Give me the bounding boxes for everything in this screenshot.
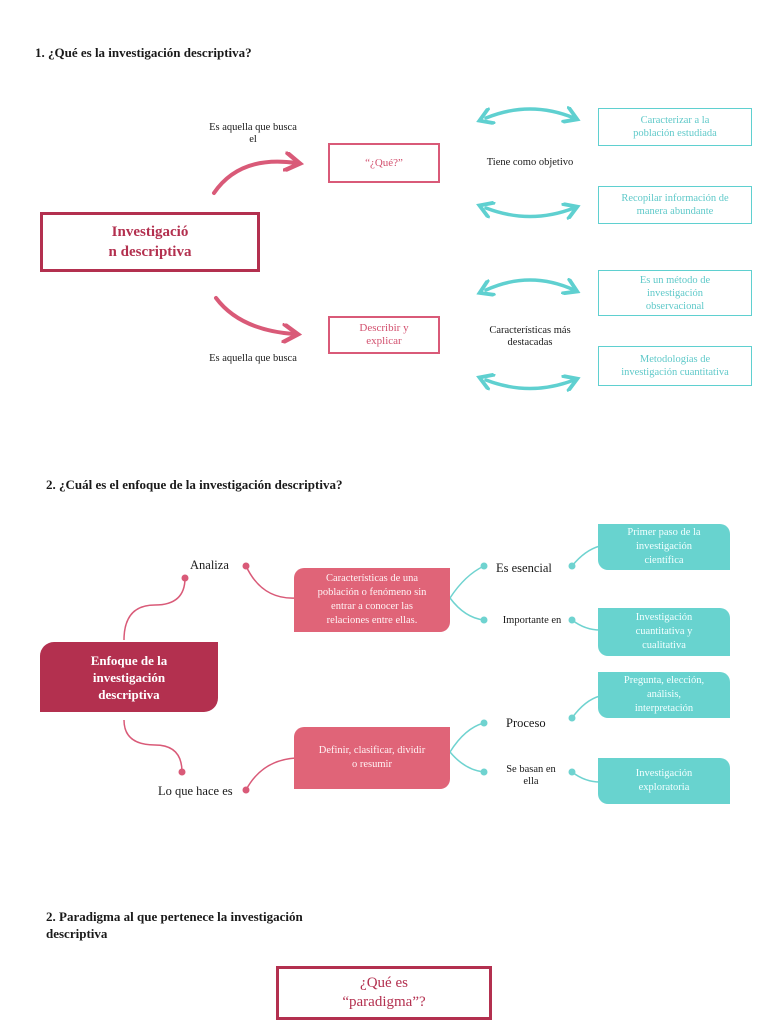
arrow-upper xyxy=(212,162,296,195)
lower-label: Es aquella que busca xyxy=(209,353,297,364)
label-es-esencial: Es esencial xyxy=(496,561,552,575)
section2-heading: 2. ¿Cuál es el enfoque de la investigaci… xyxy=(46,477,343,492)
label-proceso: Proceso xyxy=(506,716,546,730)
box-describir: Describir y explicar xyxy=(328,316,440,354)
teal-arrow-3 xyxy=(486,280,574,290)
center-node-enfoque: Enfoque de la investigación descriptiva xyxy=(40,642,218,712)
teal-box-metodo: Es un método de investigación observacio… xyxy=(598,270,752,316)
upper-label: Es aquella que busca el xyxy=(209,122,297,145)
coral-node-caracteristicas: Características de una población o fenóm… xyxy=(294,568,450,632)
section1-heading: 1. ¿Qué es la investigación descriptiva? xyxy=(35,45,252,60)
teal-arrow-1 xyxy=(486,109,574,118)
teal-box-caracterizar: Caracterizar a la población estudiada xyxy=(598,108,752,146)
coral-node-definir: Definir, clasificar, dividir o resumir xyxy=(294,727,450,789)
teal-arrow-2 xyxy=(486,208,574,217)
label-analiza: Analiza xyxy=(190,558,229,572)
teal-box-metodologias: Metodologías de investigación cuantitati… xyxy=(598,346,752,386)
objetivo-label: Tiene como objetivo xyxy=(486,157,574,168)
teal-arrow-4 xyxy=(486,380,574,389)
box-que: “¿Qué?” xyxy=(328,143,440,183)
label-importante-en: Importante en xyxy=(502,615,562,626)
teal-node-exploratoria: Investigación exploratoria xyxy=(598,758,730,804)
arrow-lower xyxy=(214,296,294,334)
label-se-basan: Se basan en ella xyxy=(506,764,556,787)
section3-heading: 2. Paradigma al que pertenece la investi… xyxy=(46,909,303,941)
label-lo-que-hace: Lo que hace es xyxy=(158,784,233,798)
main-node-investigacion: Investigació n descriptiva xyxy=(40,212,260,272)
teal-box-recopilar: Recopilar información de manera abundant… xyxy=(598,186,752,224)
teal-node-cuantitativa: Investigación cuantitativa y cualitativa xyxy=(598,608,730,656)
caracteristicas-label: Características más destacadas xyxy=(489,325,571,348)
box-paradigma: ¿Qué es “paradigma”? xyxy=(276,966,492,1020)
teal-node-primer-paso: Primer paso de la investigación científi… xyxy=(598,524,730,570)
teal-node-pregunta: Pregunta, elección, análisis, interpreta… xyxy=(598,672,730,718)
